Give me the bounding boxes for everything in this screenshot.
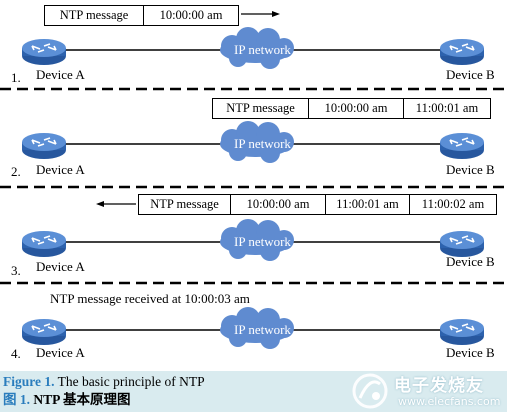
arrow-head bbox=[96, 201, 104, 207]
step-number: 2. bbox=[11, 164, 21, 179]
step-number: 3. bbox=[11, 263, 21, 278]
cloud-label: IP network bbox=[234, 322, 291, 337]
step-3-row bbox=[21, 201, 485, 261]
received-note: NTP message received at 10:00:03 am bbox=[50, 291, 250, 306]
step-number: 1. bbox=[11, 70, 21, 85]
message-cell-label: NTP message bbox=[138, 194, 231, 215]
router-icon bbox=[21, 132, 67, 160]
device-b-label: Device B bbox=[446, 67, 495, 82]
device-a-label: Device A bbox=[36, 345, 85, 360]
arrow-head bbox=[272, 11, 280, 17]
message-cell-time: 11:00:01 am bbox=[403, 98, 491, 119]
message-cell-time: 10:00:00 am bbox=[143, 5, 239, 26]
caption-en-prefix: Figure 1. bbox=[3, 374, 55, 389]
cloud-label: IP network bbox=[234, 136, 291, 151]
router-icon bbox=[21, 318, 67, 346]
message-cell-time: 10:00:00 am bbox=[230, 194, 326, 215]
device-b-label: Device B bbox=[446, 162, 495, 177]
caption-zh-text: NTP 基本原理图 bbox=[33, 392, 131, 407]
caption-en-text: The basic principle of NTP bbox=[57, 374, 205, 389]
caption-zh: 图 1. NTP 基本原理图 bbox=[3, 393, 131, 407]
cloud-label: IP network bbox=[234, 234, 291, 249]
caption-en: Figure 1. The basic principle of NTP bbox=[3, 375, 205, 389]
step-4-row bbox=[21, 307, 485, 349]
device-b-label: Device B bbox=[446, 254, 495, 269]
cloud-label: IP network bbox=[234, 42, 291, 57]
step-1-row bbox=[21, 11, 485, 69]
device-a-label: Device A bbox=[36, 162, 85, 177]
watermark-text: 电子发烧友 bbox=[394, 376, 484, 396]
router-icon bbox=[21, 38, 67, 66]
device-a-label: Device A bbox=[36, 259, 85, 274]
caption-zh-prefix: 图 1. bbox=[3, 392, 30, 407]
message-cell-label: NTP message bbox=[44, 5, 144, 26]
caption-band: Figure 1. The basic principle of NTP 图 1… bbox=[0, 371, 507, 412]
device-a-label: Device A bbox=[36, 67, 85, 82]
message-cell-time: 10:00:00 am bbox=[308, 98, 404, 119]
router-icon bbox=[439, 132, 485, 160]
step-2-row bbox=[21, 121, 485, 163]
message-cell-time: 11:00:02 am bbox=[409, 194, 497, 215]
router-icon bbox=[439, 318, 485, 346]
device-b-label: Device B bbox=[446, 345, 495, 360]
router-icon bbox=[21, 230, 67, 258]
message-cell-time: 11:00:01 am bbox=[325, 194, 410, 215]
ntp-diagram bbox=[0, 11, 507, 349]
watermark-logo-icon bbox=[352, 373, 388, 409]
step-number: 4. bbox=[11, 346, 21, 361]
message-cell-label: NTP message bbox=[212, 98, 309, 119]
watermark-url: www.elecfans.com bbox=[398, 395, 501, 408]
router-icon bbox=[439, 38, 485, 66]
